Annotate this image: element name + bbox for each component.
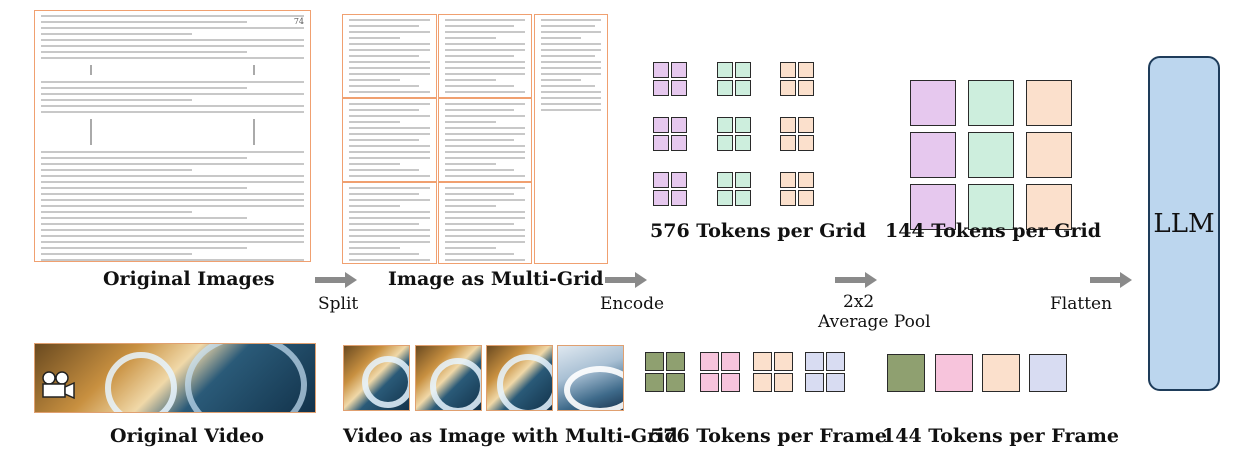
image-multigrid-label: Image as Multi-Grid bbox=[388, 268, 604, 290]
token-tile-small bbox=[780, 80, 796, 96]
video-frame-4 bbox=[557, 345, 624, 411]
token-tile-small bbox=[671, 62, 687, 78]
token-tile-small bbox=[798, 62, 814, 78]
frame-token-small bbox=[721, 352, 740, 371]
token-tile-large bbox=[968, 132, 1014, 178]
video-frame-3 bbox=[486, 345, 553, 411]
token-tile-small bbox=[671, 80, 687, 96]
token-tile-small bbox=[671, 135, 687, 151]
frame-token-small bbox=[645, 352, 664, 371]
token-tile-small bbox=[717, 135, 733, 151]
pool-label-1: 2x2 bbox=[843, 292, 875, 312]
frame-token-small bbox=[774, 352, 793, 371]
token-tile-small bbox=[798, 135, 814, 151]
token-tile-small bbox=[780, 135, 796, 151]
frame-token-small bbox=[666, 373, 685, 392]
frame-token-large bbox=[982, 354, 1020, 392]
grid-crop-top-right bbox=[438, 14, 532, 98]
original-document-page: 74 bbox=[34, 10, 311, 262]
token-tile-small bbox=[735, 62, 751, 78]
video-frame-1 bbox=[343, 345, 410, 411]
token-tile-small bbox=[717, 62, 733, 78]
frame-token-small bbox=[805, 352, 824, 371]
grid-crop-bottom-right bbox=[438, 98, 532, 182]
token-tile-small bbox=[653, 80, 669, 96]
llm-block: LLM bbox=[1148, 56, 1220, 391]
token-tile-small bbox=[735, 172, 751, 188]
pool-arrow bbox=[835, 272, 877, 288]
token-tile-small bbox=[780, 172, 796, 188]
frame-token-small bbox=[700, 373, 719, 392]
token-tile-small bbox=[735, 190, 751, 206]
frame-token-small bbox=[666, 352, 685, 371]
original-images-label: Original Images bbox=[103, 268, 275, 290]
token-tile-small bbox=[653, 62, 669, 78]
token-tile-small bbox=[671, 190, 687, 206]
frame-token-small bbox=[826, 373, 845, 392]
token-tile-small bbox=[653, 135, 669, 151]
token-tile-large bbox=[1026, 132, 1072, 178]
frame-token-small bbox=[700, 352, 719, 371]
grid-full-page bbox=[534, 14, 608, 264]
flatten-label: Flatten bbox=[1050, 294, 1113, 314]
tokens-grid-576-label: 576 Tokens per Grid bbox=[650, 220, 867, 242]
split-label: Split bbox=[318, 294, 359, 314]
flatten-arrow bbox=[1090, 272, 1132, 288]
token-tile-large bbox=[910, 184, 956, 230]
encode-label: Encode bbox=[600, 294, 665, 314]
tokens-grid-144-label: 144 Tokens per Grid bbox=[885, 220, 1102, 242]
original-video-frame bbox=[34, 343, 316, 413]
token-tile-large bbox=[968, 184, 1014, 230]
pool-label-2: Average Pool bbox=[818, 312, 931, 332]
tokens-frame-576-label: 576 Tokens per Frame bbox=[650, 425, 887, 447]
token-tile-small bbox=[671, 117, 687, 133]
token-tile-small bbox=[798, 117, 814, 133]
frame-token-large bbox=[887, 354, 925, 392]
frame-token-small bbox=[805, 373, 824, 392]
token-tile-small bbox=[798, 80, 814, 96]
split-arrow bbox=[315, 272, 357, 288]
original-video-label: Original Video bbox=[110, 425, 264, 447]
token-tile-small bbox=[653, 172, 669, 188]
video-multigrid-label: Video as Image with Multi-Grid bbox=[343, 425, 678, 447]
token-tile-small bbox=[653, 190, 669, 206]
frame-token-small bbox=[774, 373, 793, 392]
token-tile-small bbox=[653, 117, 669, 133]
grid-crop-lower-right bbox=[438, 182, 532, 264]
token-tile-small bbox=[798, 190, 814, 206]
token-tile-small bbox=[798, 172, 814, 188]
frame-token-large bbox=[1029, 354, 1067, 392]
frame-token-small bbox=[721, 373, 740, 392]
token-tile-large bbox=[910, 80, 956, 126]
token-tile-small bbox=[671, 172, 687, 188]
token-tile-small bbox=[735, 135, 751, 151]
frame-token-small bbox=[645, 373, 664, 392]
frame-token-large bbox=[935, 354, 973, 392]
token-tile-small bbox=[735, 80, 751, 96]
token-tile-large bbox=[968, 80, 1014, 126]
token-tile-small bbox=[717, 190, 733, 206]
token-tile-small bbox=[717, 117, 733, 133]
token-tile-small bbox=[717, 80, 733, 96]
grid-crop-top-left bbox=[342, 14, 437, 98]
token-tile-small bbox=[717, 172, 733, 188]
token-tile-large bbox=[1026, 184, 1072, 230]
grid-crop-lower-left bbox=[342, 182, 437, 264]
video-camera-icon bbox=[42, 371, 75, 400]
llm-label: LLM bbox=[1153, 208, 1215, 239]
frame-token-small bbox=[826, 352, 845, 371]
grid-crop-bottom-left bbox=[342, 98, 437, 182]
token-tile-small bbox=[780, 117, 796, 133]
tokens-frame-144-label: 144 Tokens per Frame bbox=[882, 425, 1119, 447]
token-tile-small bbox=[780, 62, 796, 78]
token-tile-small bbox=[780, 190, 796, 206]
page-number: 74 bbox=[293, 17, 304, 26]
token-tile-large bbox=[910, 132, 956, 178]
token-tile-small bbox=[735, 117, 751, 133]
frame-token-small bbox=[753, 373, 772, 392]
encode-arrow bbox=[605, 272, 647, 288]
frame-token-small bbox=[753, 352, 772, 371]
video-frame-2 bbox=[415, 345, 482, 411]
token-tile-large bbox=[1026, 80, 1072, 126]
